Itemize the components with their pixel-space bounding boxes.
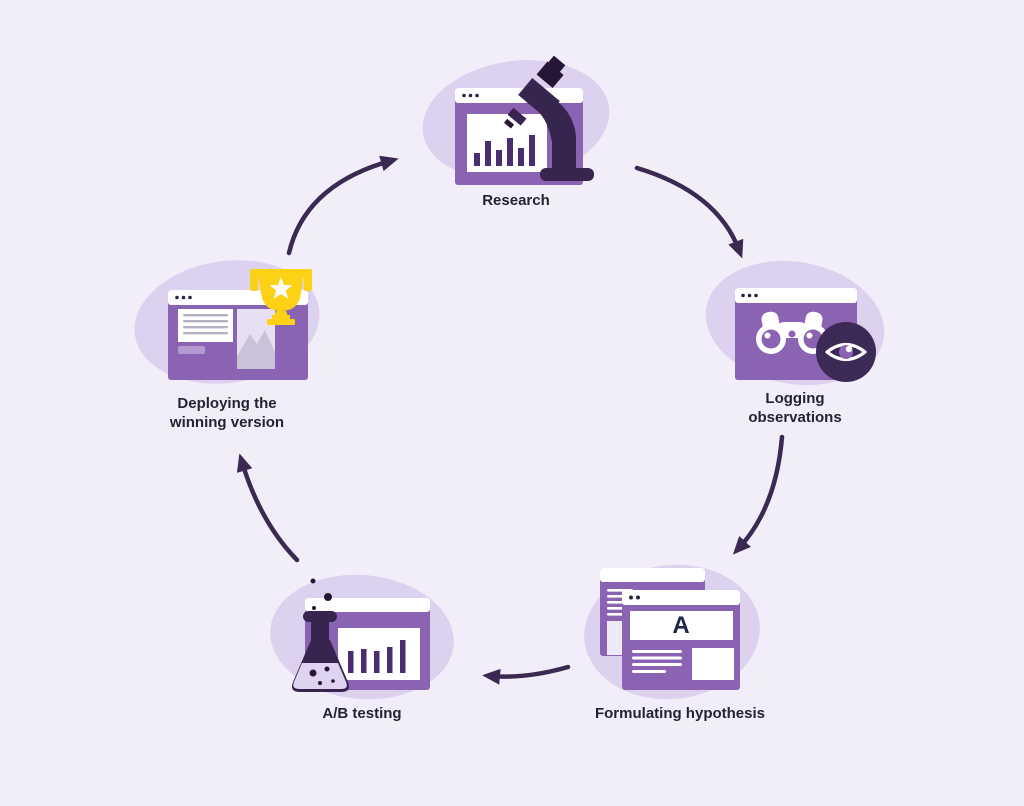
microscope-icon — [504, 55, 594, 181]
text-lines-icon — [632, 650, 682, 673]
cycle-arrows — [236, 155, 785, 685]
logging-observations-icon — [735, 288, 876, 382]
stage-label-research: Research — [482, 192, 550, 209]
front-browser-window: A — [622, 590, 740, 690]
button-block — [178, 346, 205, 354]
stage-label-formulating: Formulating hypothesis — [594, 705, 765, 722]
arrow-research-to-logging — [634, 165, 744, 259]
flask-icon — [291, 578, 350, 692]
window-dots-icon — [175, 295, 192, 300]
arrow-ab-to-deploying — [236, 453, 300, 563]
stage-label-deploying: Deploying the winning version — [169, 395, 285, 431]
eye-badge-icon — [816, 322, 876, 382]
deploy-browser-window — [168, 290, 308, 380]
trophy-icon — [250, 269, 312, 325]
deploying-icon — [168, 269, 312, 380]
window-dots-icon — [462, 93, 479, 98]
headline-box — [630, 611, 733, 640]
ab-testing-icon — [291, 578, 430, 692]
hypothesis-letter: A — [672, 612, 689, 639]
content-box — [692, 648, 734, 680]
research-icon — [455, 55, 594, 185]
trophy-star-icon — [269, 277, 293, 299]
window-dots-icon — [629, 595, 640, 600]
stage-label-ab-testing: A/B testing — [322, 705, 402, 722]
arrow-logging-to-formulating — [732, 434, 785, 555]
text-lines-icon — [183, 314, 228, 335]
sidebar-block — [607, 621, 625, 655]
stage-label-logging: Logging observations — [748, 390, 842, 426]
arrow-formulating-to-ab — [482, 664, 571, 685]
mountain-image-icon — [237, 330, 275, 369]
arrow-deploying-to-research — [286, 155, 399, 256]
window-dots-icon — [741, 293, 758, 298]
bar-chart-icon — [474, 135, 535, 166]
formulating-hypothesis-icon: A — [600, 568, 740, 690]
bar-chart-icon — [348, 640, 406, 673]
text-card — [178, 309, 233, 342]
